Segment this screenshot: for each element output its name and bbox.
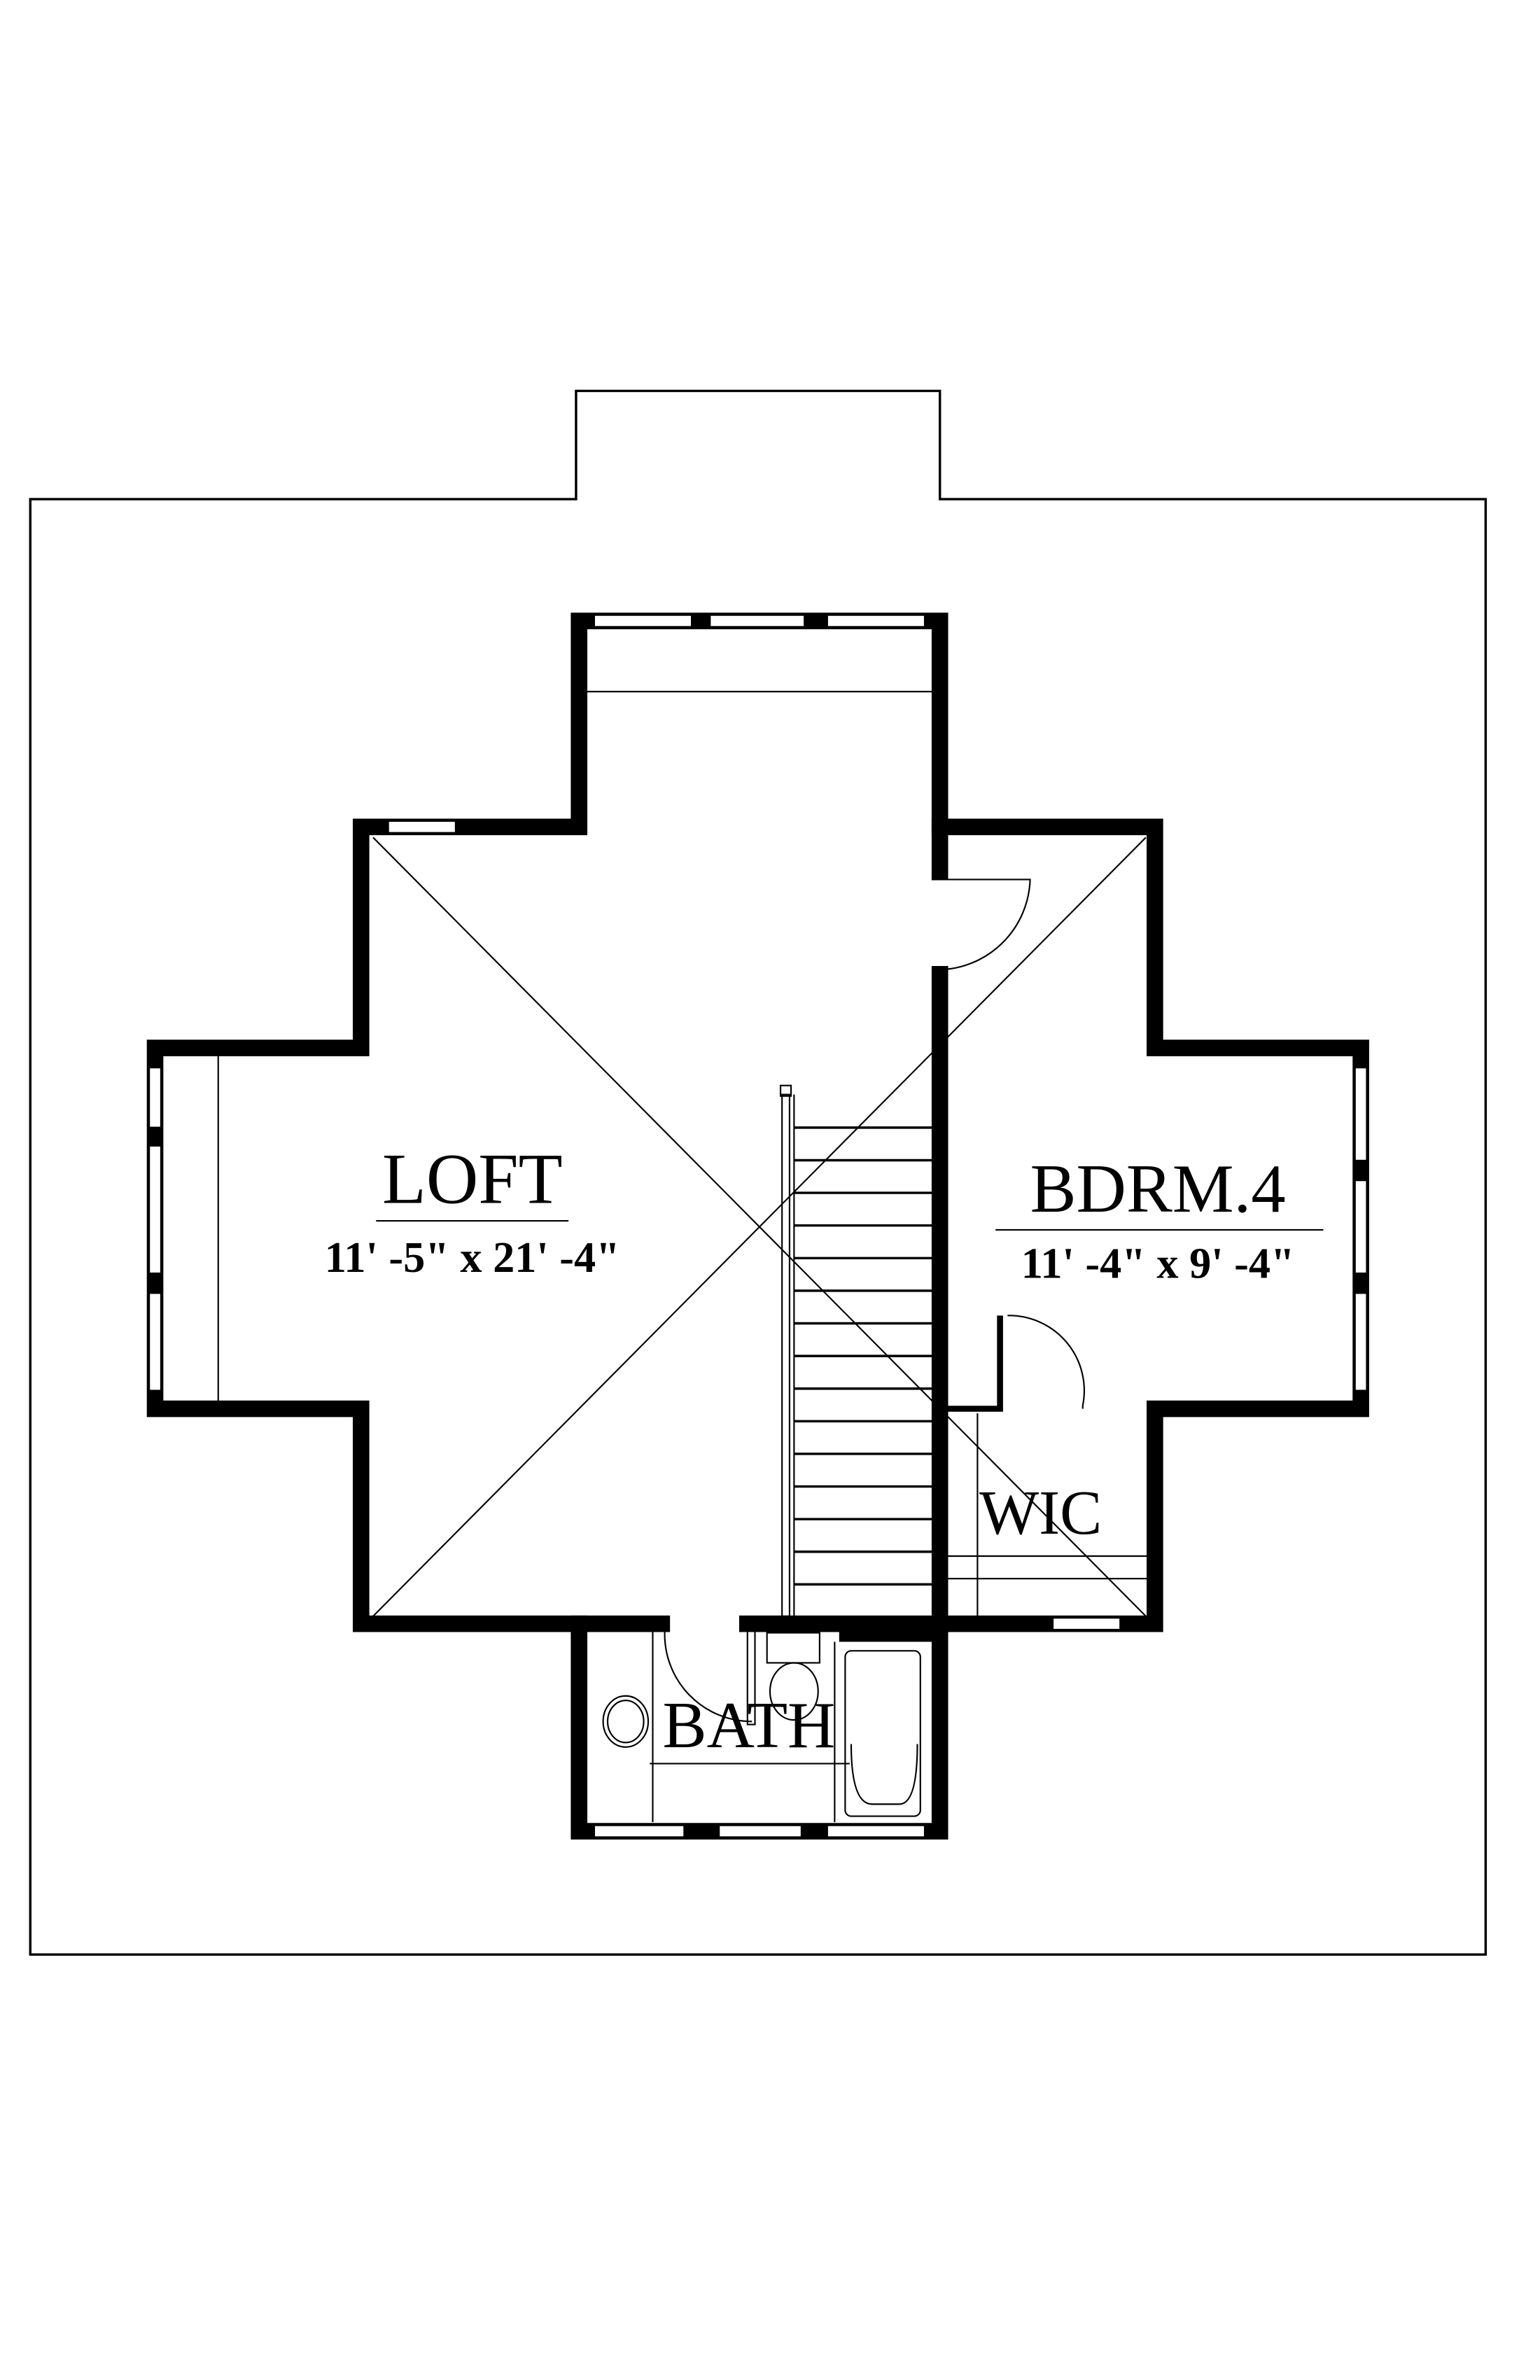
wic-wall: [939, 1315, 1003, 1412]
room-label-bath: BATH: [663, 1689, 836, 1762]
door-swing: [1007, 1315, 1085, 1409]
staircase: [779, 1084, 932, 1617]
door-swing: [664, 1631, 752, 1723]
toilet-tank: [766, 1632, 820, 1664]
room-dimensions-bdrm4: 11' -4" x 9' -4": [1021, 1240, 1295, 1288]
roof-outline: [29, 389, 1488, 1956]
toilet-bowl: [769, 1662, 819, 1721]
open-to-below-diagonal: [372, 836, 1147, 1617]
bath-wall-block: [839, 1623, 940, 1642]
room-label-wic: WIC: [979, 1478, 1102, 1548]
bathtub: [844, 1650, 921, 1817]
sink: [602, 1695, 650, 1748]
bath-fixtures: [602, 1630, 921, 1823]
door-swing: [939, 878, 1031, 971]
room-label-loft: LOFT: [382, 1139, 563, 1219]
windows: [148, 614, 1368, 1838]
room-label-bdrm4: BDRM.4: [1030, 1151, 1286, 1227]
closet-shelving: [947, 1413, 1151, 1616]
room-dimensions-loft: 11' -5" x 21' -4": [325, 1234, 620, 1282]
